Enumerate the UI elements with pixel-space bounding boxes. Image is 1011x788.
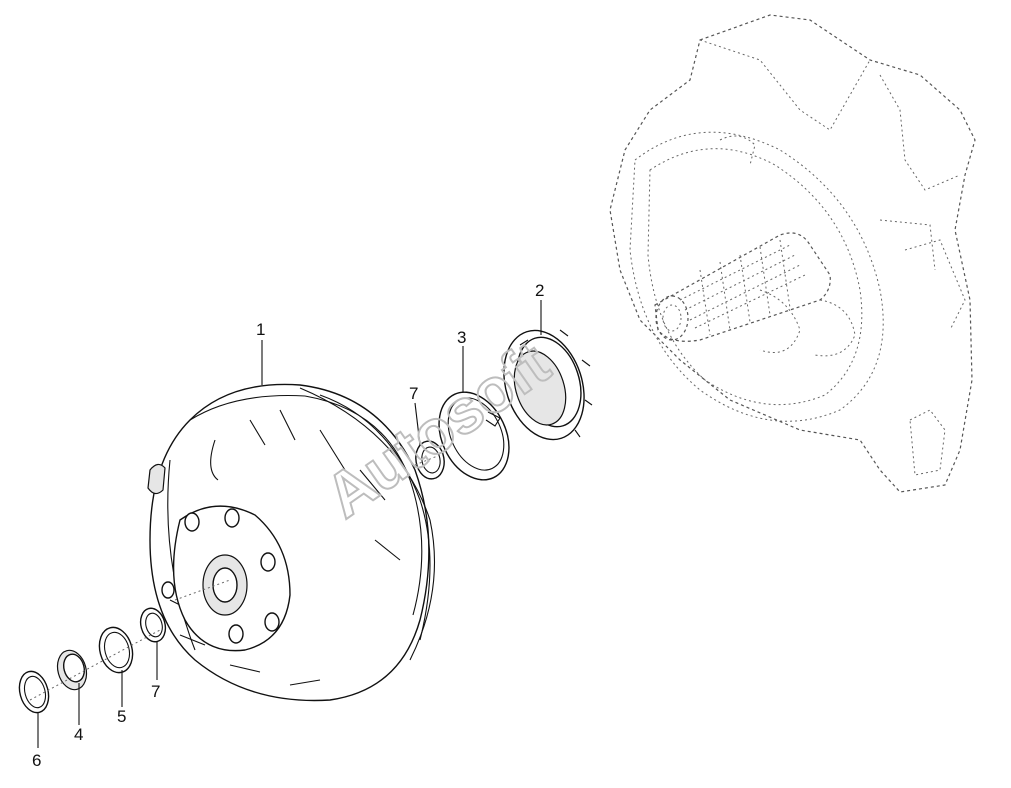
snap-ring-large	[438, 391, 510, 481]
callout-1: 1	[256, 320, 265, 339]
callout-3: 3	[457, 328, 466, 347]
bushing-4	[56, 649, 88, 691]
callout-7-upper: 7	[409, 384, 418, 403]
o-ring-upper	[415, 440, 445, 480]
callout-2: 2	[535, 281, 544, 300]
bearing	[503, 329, 593, 441]
callout-6: 6	[32, 751, 41, 770]
o-ring-5	[98, 626, 134, 674]
o-ring-lower	[139, 607, 167, 643]
callout-7-lower: 7	[151, 682, 160, 701]
callout-4: 4	[74, 725, 83, 744]
callout-5: 5	[117, 707, 126, 726]
leader-lines	[37, 300, 542, 748]
torque-converter	[147, 383, 436, 702]
snap-ring-6	[18, 670, 50, 714]
transmission-housing-ghost	[609, 14, 976, 493]
